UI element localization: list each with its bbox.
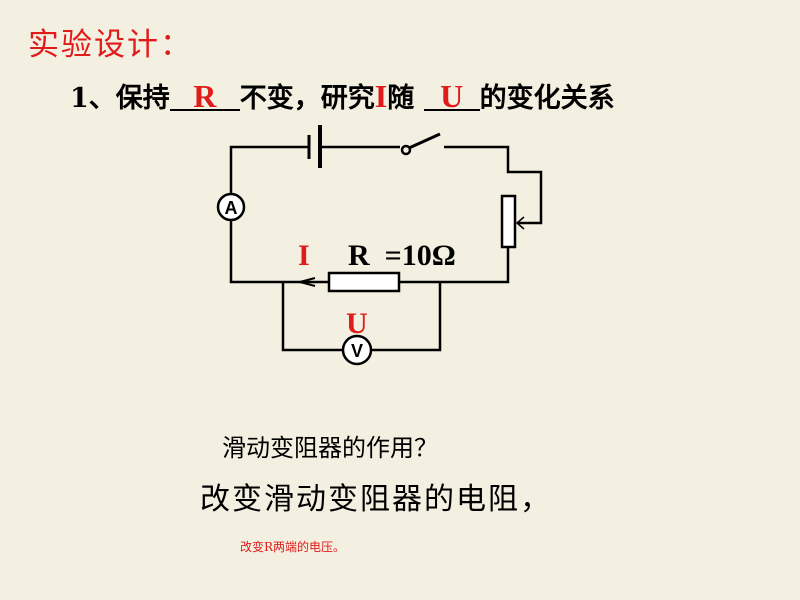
ammeter-icon: A [216,192,246,222]
slide-title: 实验设计： [28,27,193,63]
voltmeter-icon: V [341,334,373,366]
wire-right-bottom [399,247,510,284]
current-label: I [298,239,310,272]
statement-prefix: 1、保持 [70,83,170,114]
statement-mid2: 随 [387,83,415,114]
statement-suffix: 的变化关系 [479,83,615,114]
voltage-label: U [346,307,368,340]
answer-note: 改变R两端的电压。 [240,540,346,554]
wire-left [229,145,329,284]
resistor-icon [327,271,401,293]
switch-icon [400,132,441,156]
answer-text: 改变滑动变阻器的电阻， [200,482,552,517]
variable-i: I [374,78,388,114]
battery-icon [307,125,322,168]
wire-right [444,145,543,225]
statement-mid: 不变，研究 [239,83,375,114]
question-text: 滑动变阻器的作用？ [222,434,438,462]
current-arrow-icon [299,277,329,287]
wire-voltmeter [281,282,442,352]
rheostat-icon [500,194,525,249]
ammeter-label: A [225,198,238,218]
resistor-label: R =10Ω [348,239,456,272]
blank-constant: R [169,80,240,112]
voltmeter-label: V [351,341,363,361]
blank-variable: U [423,80,480,112]
